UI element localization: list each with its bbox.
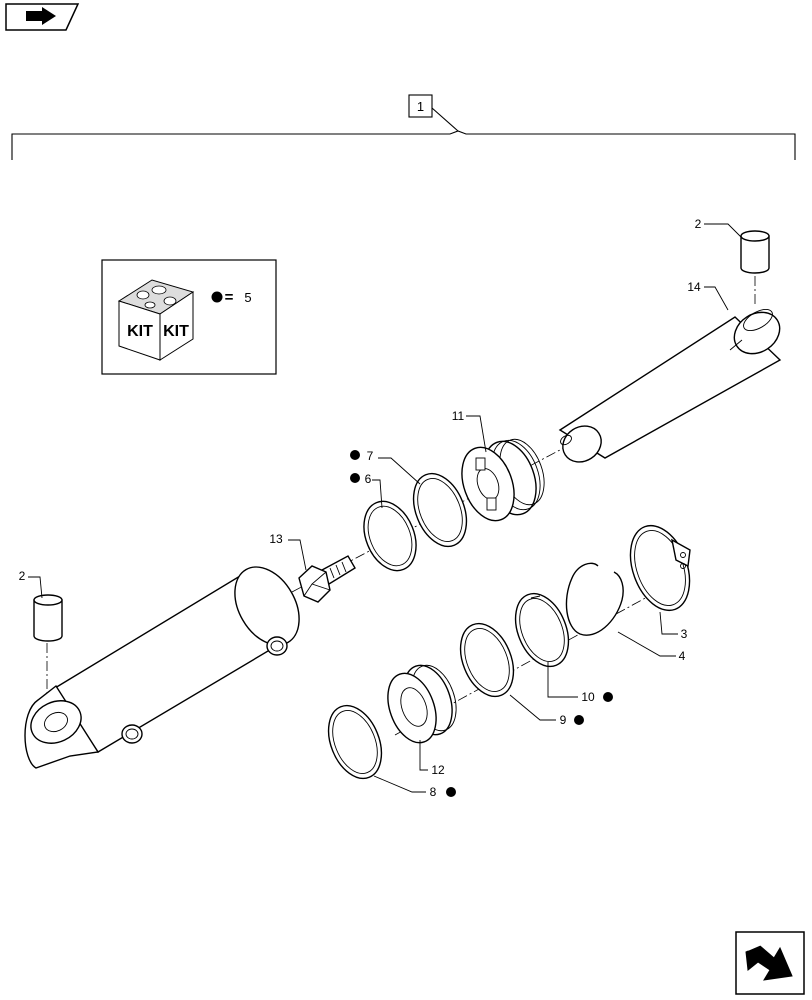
pin-top [740, 230, 770, 274]
callout-13: 13 [269, 532, 283, 546]
pin-left [33, 594, 63, 642]
wear-ring-10 [514, 592, 570, 668]
callout-4: 4 [679, 649, 686, 663]
kit-dot-10 [603, 692, 613, 702]
callout-numbers: 2 14 11 7 6 13 2 3 4 10 9 12 8 [19, 217, 702, 799]
page-back-arrow-icon[interactable] [5, 3, 80, 31]
callout-12: 12 [431, 763, 445, 777]
filled-dot-icon [211, 291, 223, 303]
callout-3: 3 [681, 627, 688, 641]
callout-10: 10 [581, 690, 595, 704]
kit-dot-8 [446, 787, 456, 797]
retaining-ring-4 [565, 562, 624, 636]
kit-dot-6 [350, 473, 360, 483]
callout-8: 8 [430, 785, 437, 799]
kit-dot-9 [574, 715, 584, 725]
kit-box-text-left: KIT [127, 323, 153, 340]
callout-leaders [28, 223, 743, 793]
kit-box-icon: KIT KIT [117, 279, 195, 361]
cylinder-barrel [24, 566, 300, 769]
callout-6: 6 [365, 472, 372, 486]
callout-14: 14 [687, 280, 701, 294]
bolt [298, 555, 356, 603]
gland [387, 664, 457, 744]
seal-ring-6 [363, 500, 417, 572]
callout-2-left: 2 [19, 569, 26, 583]
callout-2-top: 2 [695, 217, 702, 231]
callout-7: 7 [367, 449, 374, 463]
snap-ring-3 [629, 524, 691, 612]
kit-legend: KIT KIT = 5 [101, 259, 277, 375]
seal-ring-7 [412, 472, 468, 548]
assembly-bracket: 1 [11, 94, 796, 160]
page-next-arrow-icon[interactable] [735, 931, 805, 995]
piston-rod [558, 308, 782, 463]
kit-dot-7 [350, 450, 360, 460]
assembly-label: 1 [417, 99, 424, 114]
seal-ring-9 [459, 622, 515, 698]
callout-11: 11 [452, 409, 465, 423]
piston [461, 438, 545, 522]
seal-ring-8 [327, 704, 383, 780]
kit-legend-equals: = [225, 289, 234, 306]
callout-9: 9 [560, 713, 567, 727]
kit-legend-number: 5 [244, 290, 251, 305]
kit-box-text-right: KIT [163, 323, 189, 340]
